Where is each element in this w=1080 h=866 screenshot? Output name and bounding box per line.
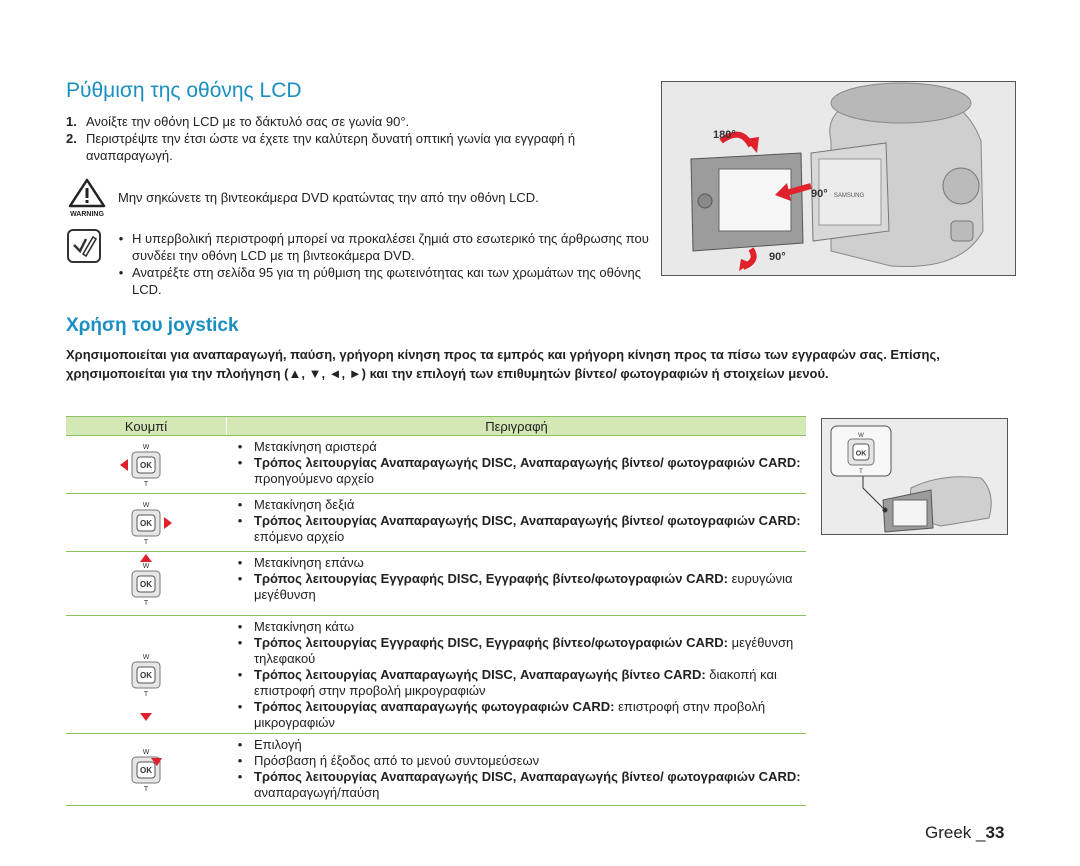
- mode-label: Τρόπος λειτουργίας Αναπαραγωγής DISC, Αν…: [254, 455, 801, 470]
- description-item: •Μετακίνηση δεξιά: [237, 497, 355, 512]
- svg-text:OK: OK: [140, 461, 152, 470]
- mode-label: Τρόπος λειτουργίας Αναπαραγωγής DISC, Αν…: [254, 667, 706, 682]
- note-item: •Η υπερβολική περιστροφή μπορεί να προκα…: [110, 230, 670, 264]
- description-item: •Τρόπος λειτουργίας Εγγραφής DISC, Εγγρα…: [237, 635, 794, 666]
- angle-180-label: 180°: [713, 129, 736, 141]
- description-item: •Τρόπος λειτουργίας Αναπαραγωγής DISC, Α…: [237, 513, 801, 544]
- description-text: Μετακίνηση επάνω: [254, 555, 364, 570]
- description-cell: •Μετακίνηση επάνω•Τρόπος λειτουργίας Εγγ…: [226, 552, 806, 615]
- svg-text:W: W: [143, 563, 150, 570]
- joystick-location-image: OK W T: [821, 418, 1008, 535]
- svg-text:T: T: [144, 600, 149, 607]
- note-list: •Η υπερβολική περιστροφή μπορεί να προκα…: [110, 230, 670, 298]
- section-title-lcd: Ρύθμιση της οθόνης LCD: [66, 79, 302, 102]
- description-text: προηγούμενο αρχείο: [254, 471, 374, 486]
- table-row: W OK T •Μετακίνηση κάτω•Τρόπος λειτουργί…: [66, 616, 806, 734]
- note-text: Ανατρέξτε στη σελίδα 95 για τη ρύθμιση τ…: [132, 265, 642, 297]
- mode-label: Τρόπος λειτουργίας Εγγραφής DISC, Εγγραφ…: [254, 635, 728, 650]
- joystick-right-icon: W OK T: [66, 494, 226, 551]
- description-item: •Πρόσβαση ή έξοδος από το μενού συντομεύ…: [237, 753, 540, 768]
- table-row: W OK T •Επιλογή•Πρόσβαση ή έξοδος από το…: [66, 734, 806, 806]
- w-label: W: [858, 433, 864, 439]
- svg-text:T: T: [144, 691, 149, 698]
- svg-text:W: W: [143, 749, 150, 756]
- step-number: 2.: [66, 131, 77, 146]
- joystick-table: Κουμπί Περιγραφή W OK T •Μετακίνηση αρισ…: [66, 416, 806, 806]
- description-item: •Τρόπος λειτουργίας αναπαραγωγής φωτογρα…: [237, 699, 766, 730]
- svg-text:T: T: [144, 539, 149, 546]
- step-item: 2. Περιστρέψτε την έτσι ώστε να έχετε τη…: [66, 130, 626, 164]
- svg-text:T: T: [144, 786, 149, 793]
- intro-text: Χρησιμοποιείται για αναπαραγωγή, παύση, …: [66, 347, 940, 381]
- brand-label: SAMSUNG: [834, 193, 865, 199]
- description-item: •Επιλογή: [237, 737, 302, 752]
- joystick-up-icon: W OK T: [66, 552, 226, 615]
- description-item: •Τρόπος λειτουργίας Αναπαραγωγής DISC, Α…: [237, 667, 777, 698]
- description-item: •Τρόπος λειτουργίας Εγγραφής DISC, Εγγρα…: [237, 571, 793, 602]
- svg-text:W: W: [143, 654, 150, 661]
- table-row: W OK T •Μετακίνηση επάνω•Τρόπος λειτουργ…: [66, 552, 806, 616]
- table-row: W OK T •Μετακίνηση δεξιά•Τρόπος λειτουργ…: [66, 494, 806, 552]
- warning-icon: WARNING: [66, 178, 108, 223]
- description-cell: •Μετακίνηση κάτω•Τρόπος λειτουργίας Εγγρ…: [226, 616, 806, 733]
- description-text: επιστροφή στην προβολή μικρογραφιών: [254, 699, 766, 730]
- mode-label: Τρόπος λειτουργίας Αναπαραγωγής DISC, Αν…: [254, 513, 801, 528]
- header-button: Κουμπί: [124, 419, 168, 434]
- mode-label: Τρόπος λειτουργίας Αναπαραγωγής DISC, Αν…: [254, 769, 801, 784]
- note-text: Η υπερβολική περιστροφή μπορεί να προκαλ…: [132, 231, 649, 263]
- description-text: επόμενο αρχείο: [254, 529, 345, 544]
- description-text: αναπαραγωγή/παύση: [254, 785, 380, 800]
- warning-text: Μην σηκώνετε τη βιντεοκάμερα DVD κρατώντ…: [118, 190, 539, 205]
- description-text: Μετακίνηση αριστερά: [254, 439, 377, 454]
- description-text: Επιλογή: [254, 737, 302, 752]
- footer-language: Greek _: [925, 823, 986, 842]
- description-cell: •Επιλογή•Πρόσβαση ή έξοδος από το μενού …: [226, 734, 806, 805]
- ok-label: OK: [856, 451, 867, 458]
- description-item: •Τρόπος λειτουργίας Αναπαραγωγής DISC, Α…: [237, 769, 801, 800]
- page-footer: Greek _33: [925, 823, 1004, 843]
- svg-text:OK: OK: [140, 671, 152, 680]
- step-item: 1. Ανοίξτε την οθόνη LCD με το δάκτυλό σ…: [66, 113, 626, 130]
- note-item: •Ανατρέξτε στη σελίδα 95 για τη ρύθμιση …: [110, 264, 670, 298]
- description-item: •Τρόπος λειτουργίας Αναπαραγωγής DISC, Α…: [237, 455, 801, 486]
- description-text: μεγέθυνση τηλεφακού: [254, 635, 794, 666]
- step-text: Ανοίξτε την οθόνη LCD με το δάκτυλό σας …: [86, 114, 410, 129]
- description-item: •Μετακίνηση αριστερά: [237, 439, 377, 454]
- description-text: Μετακίνηση κάτω: [254, 619, 355, 634]
- svg-text:W: W: [143, 444, 150, 451]
- header-description: Περιγραφή: [226, 417, 806, 435]
- description-cell: •Μετακίνηση δεξιά•Τρόπος λειτουργίας Ανα…: [226, 494, 806, 551]
- svg-text:OK: OK: [140, 519, 152, 528]
- section-title-joystick: Χρήση του joystick: [66, 315, 239, 336]
- description-cell: •Μετακίνηση αριστερά•Τρόπος λειτουργίας …: [226, 436, 806, 493]
- joystick-down-icon: W OK T: [66, 616, 226, 733]
- description-text: διακοπή και επιστροφή στην προβολή μικρο…: [254, 667, 777, 698]
- joystick-press-icon: W OK T: [66, 734, 226, 805]
- description-item: •Μετακίνηση επάνω: [237, 555, 364, 570]
- svg-text:OK: OK: [140, 580, 152, 589]
- description-text: Πρόσβαση ή έξοδος από το μενού συντομεύσ…: [254, 753, 540, 768]
- mode-label: Τρόπος λειτουργίας αναπαραγωγής φωτογραφ…: [254, 699, 615, 714]
- mode-label: Τρόπος λειτουργίας Εγγραφής DISC, Εγγραφ…: [254, 571, 728, 586]
- table-row: W OK T •Μετακίνηση αριστερά•Τρόπος λειτο…: [66, 436, 806, 494]
- svg-text:W: W: [143, 502, 150, 509]
- steps-list: 1. Ανοίξτε την οθόνη LCD με το δάκτυλό σ…: [66, 113, 626, 164]
- page-number: 33: [985, 823, 1005, 842]
- description-text: ευρυγώνια μεγέθυνση: [254, 571, 793, 602]
- t-label: T: [859, 469, 863, 475]
- joystick-left-icon: W OK T: [66, 436, 226, 493]
- table-header: Κουμπί Περιγραφή: [66, 416, 806, 436]
- note-icon: [66, 228, 102, 269]
- svg-text:OK: OK: [140, 766, 152, 775]
- step-number: 1.: [66, 114, 77, 129]
- svg-text:T: T: [144, 481, 149, 488]
- warning-label: WARNING: [70, 211, 104, 218]
- camcorder-lcd-rotation-image: SAMSUNG 180° 90° 90°: [661, 81, 1016, 276]
- step-text: Περιστρέψτε την έτσι ώστε να έχετε την κ…: [86, 131, 576, 163]
- angle-90-label: 90°: [811, 188, 828, 200]
- description-item: •Μετακίνηση κάτω: [237, 619, 355, 634]
- description-text: Μετακίνηση δεξιά: [254, 497, 355, 512]
- angle-90-bottom-label: 90°: [769, 251, 786, 263]
